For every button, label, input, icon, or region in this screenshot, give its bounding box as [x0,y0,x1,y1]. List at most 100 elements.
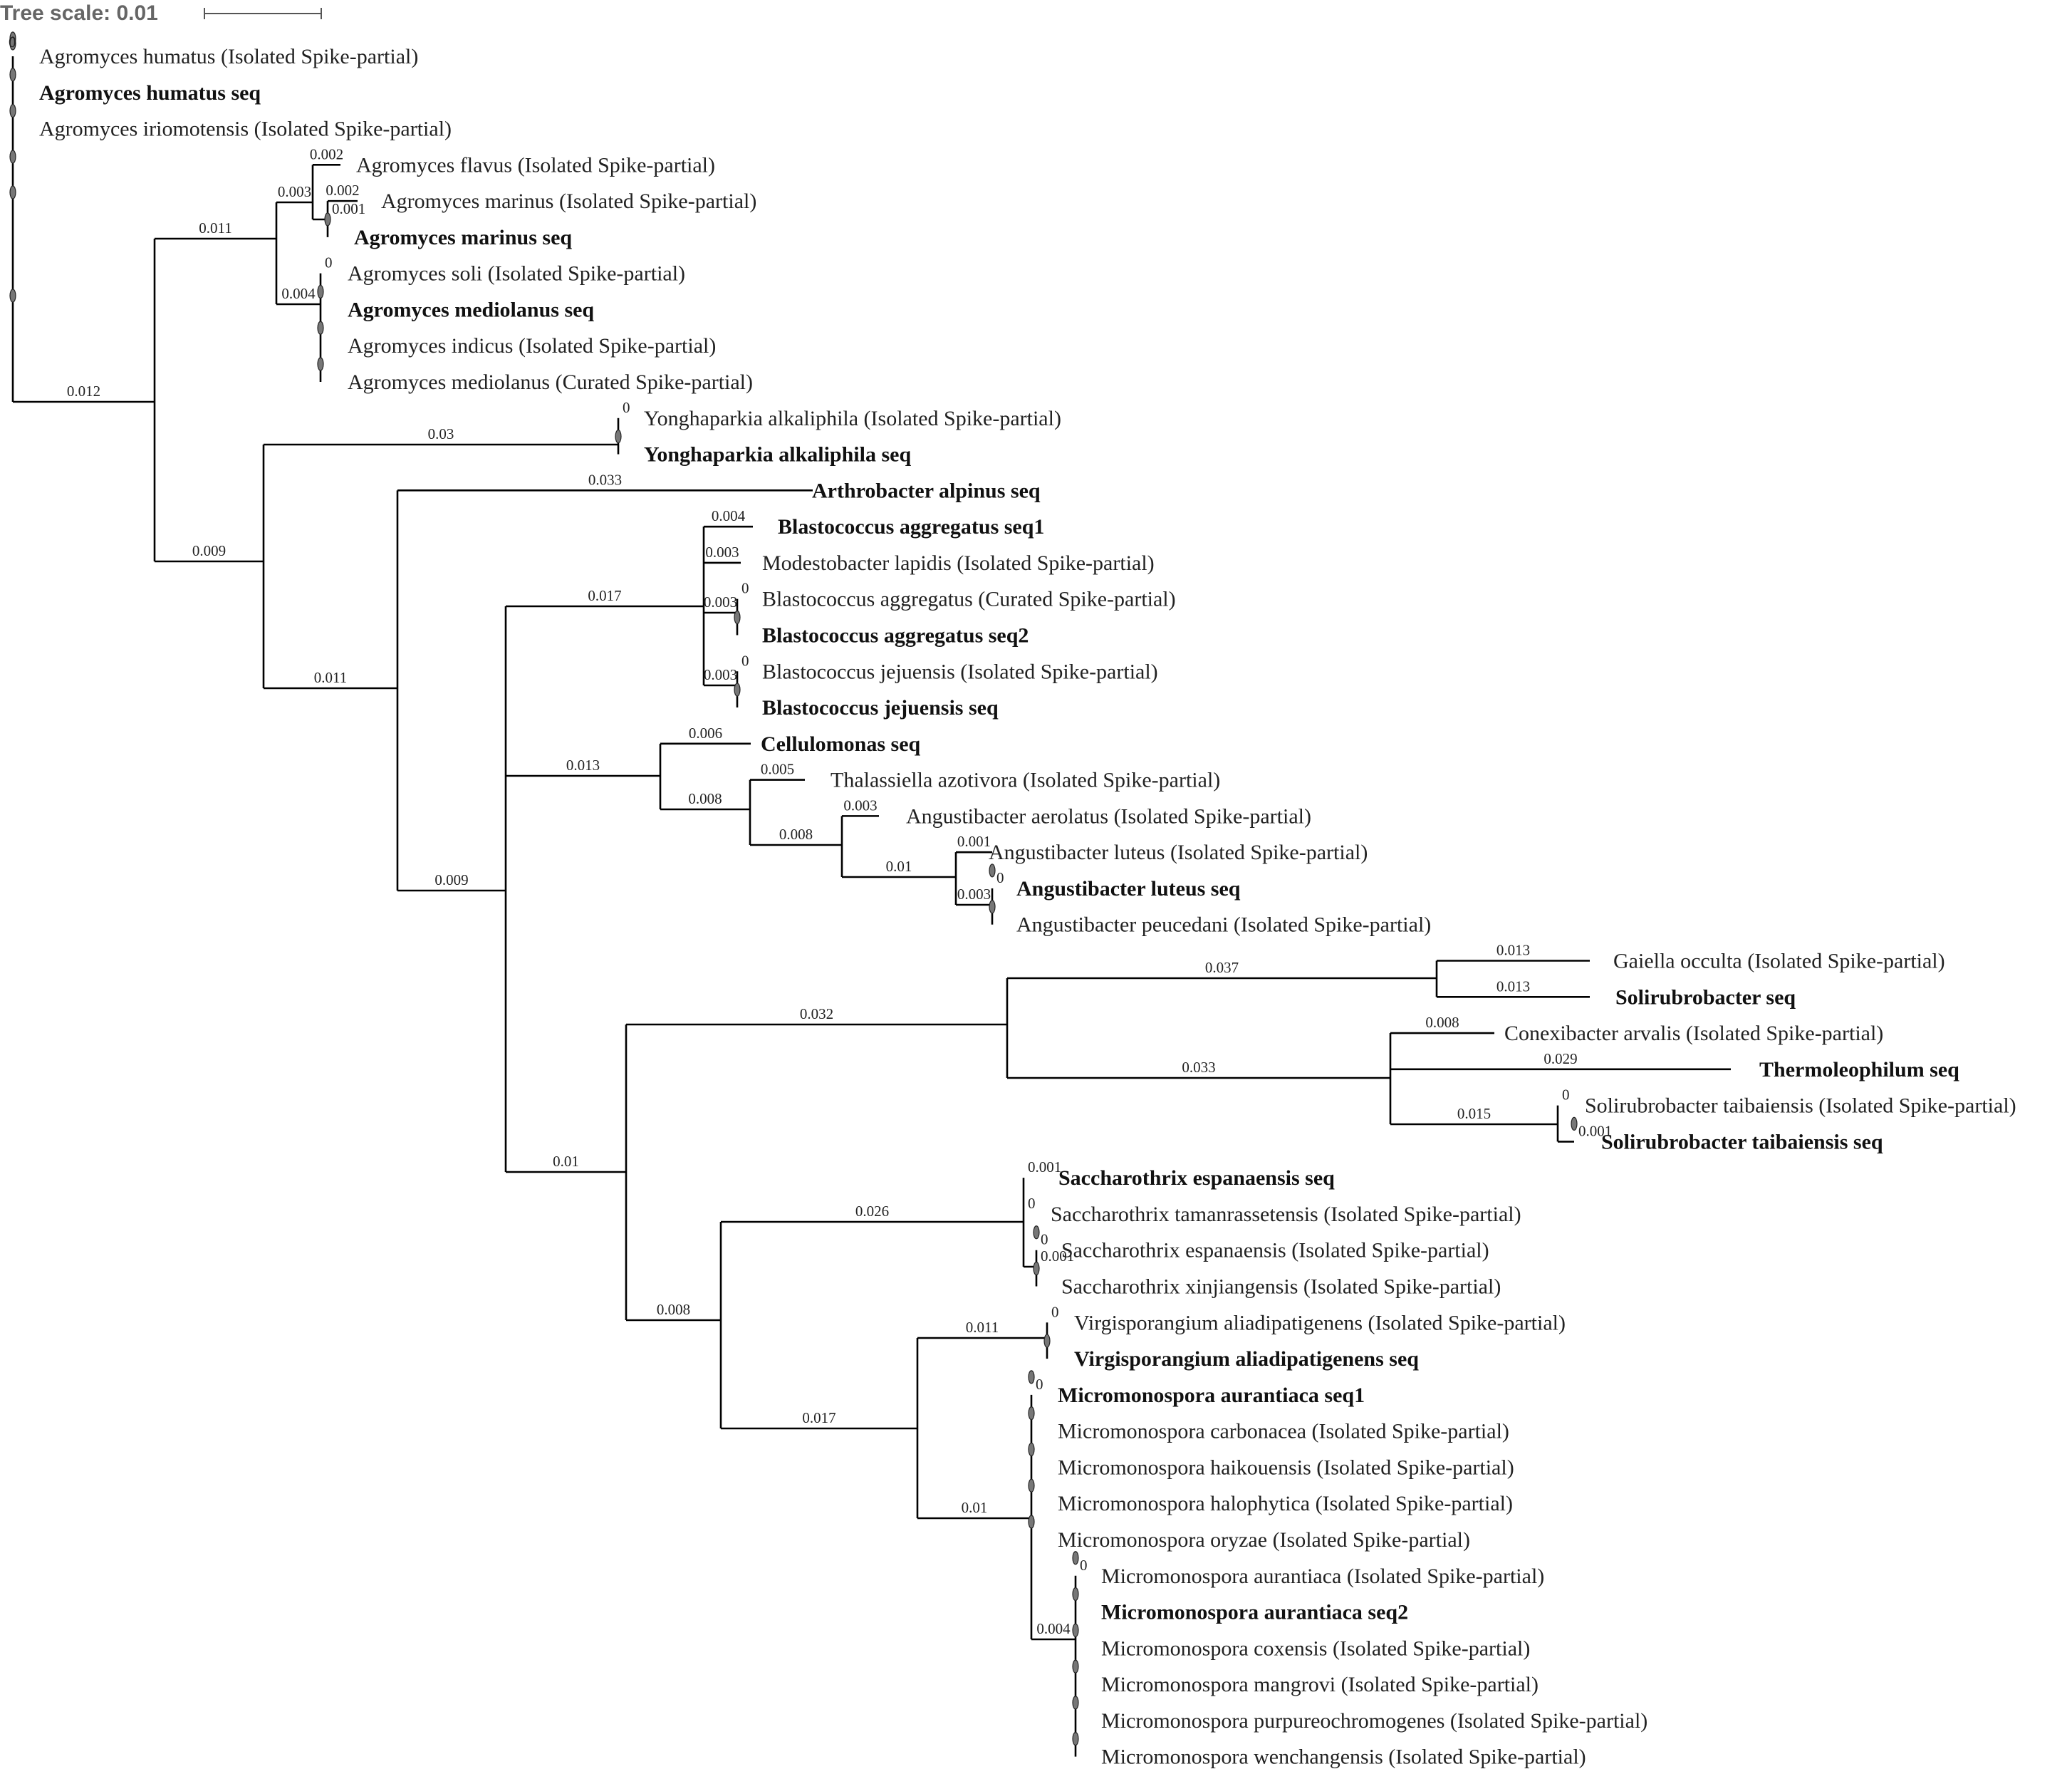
leaf-label: Virgisporangium aliadipatigenens seq [1074,1347,1419,1371]
leaf-label: Agromyces flavus (Isolated Spike-partial… [356,153,715,177]
leaf-label: Agromyces soli (Isolated Spike-partial) [348,262,685,286]
leaf-label: Agromyces humatus (Isolated Spike-partia… [39,45,418,68]
node-marker [317,284,324,299]
branch-length-label: 0.009 [192,542,226,559]
branch-length-label: 0.008 [657,1301,690,1318]
branch-length-label: 0.013 [1496,942,1530,959]
branch-length-label: 0.017 [802,1409,835,1426]
branch-length-label: 0.003 [957,886,991,903]
leaf-label: Saccharothrix xinjiangensis (Isolated Sp… [1061,1275,1501,1299]
branch-length-label: 0.001 [1028,1158,1061,1176]
branch-length-label: 0.001 [332,200,365,217]
branch-length-label: 0.002 [310,145,343,162]
branch-length-label: 0 [1562,1086,1570,1104]
branch-length-label: 0 [741,580,749,597]
leaf-label: Micromonospora purpureochromogenes (Isol… [1101,1709,1647,1733]
node-marker [989,900,996,914]
branch-length-label: 0.01 [553,1153,579,1170]
leaf-label: Modestobacter lapidis (Isolated Spike-pa… [762,551,1155,575]
leaf-label: Agromyces iriomotensis (Isolated Spike-p… [39,118,452,141]
leaf-label: Cellulomonas seq [761,732,921,756]
node-marker [317,357,324,371]
node-marker [989,863,996,878]
leaf-label: Angustibacter aerolatus (Isolated Spike-… [906,804,1311,828]
branch-length-label: 0.004 [1036,1620,1071,1637]
leaf-label: Blastococcus jejuensis (Isolated Spike-p… [762,660,1158,683]
branch-length-label: 0.015 [1457,1105,1491,1122]
branch-length-label: 0.001 [1041,1247,1074,1265]
leaf-label: Saccharothrix tamanrassetensis (Isolated… [1051,1203,1521,1226]
node-marker [734,610,741,625]
node-marker [1072,1732,1079,1746]
branch-length-label: 0 [1036,1376,1043,1393]
branch-length-label: 0.006 [689,725,722,742]
branch-length-label: 0.003 [843,797,877,814]
branch-length-label: 0 [1028,1195,1036,1212]
branch-length-label: 0.001 [1578,1122,1612,1139]
leaf-label: Micromonospora mangrovi (Isolated Spike-… [1101,1673,1539,1696]
node-marker [1033,1261,1040,1276]
branch-length-label: 0.03 [428,425,454,442]
tree-scale-label: Tree scale: 0.01 [0,1,158,25]
leaf-label: Saccharothrix espanaensis (Isolated Spik… [1061,1239,1489,1262]
branch-length-label: 0.017 [588,587,621,604]
branch-length-label: 0.01 [962,1499,988,1516]
branch-length-label: 0.008 [779,826,813,843]
branch-length-label: 0.004 [712,507,746,524]
leaf-label: Thalassiella azotivora (Isolated Spike-p… [831,769,1220,792]
branch-length-label: 0.008 [688,790,722,807]
branch-length-label: 0.032 [800,1005,833,1022]
leaf-label: Blastococcus jejuensis seq [762,696,999,720]
branch-length-label: 0.003 [704,666,737,683]
branch-length-label: 0.002 [326,182,359,199]
leaf-label: Micromonospora coxensis (Isolated Spike-… [1101,1636,1530,1660]
node-marker [1028,1478,1035,1493]
branch-length-label: 0 [1080,1557,1088,1574]
tree-scale-bar [204,8,322,19]
leaf-label: Agromyces humatus seq [39,81,261,105]
branch-length-label: 0.012 [67,383,100,400]
branch-length-label: 0.003 [704,593,737,611]
branch-length-label: 0 [9,33,16,51]
tree-branches [11,56,1731,1757]
branch-length-label: 0.029 [1543,1050,1577,1067]
leaf-label: Blastococcus aggregatus seq2 [762,623,1029,647]
leaf-label: Arthrobacter alpinus seq [812,479,1041,502]
node-marker [615,429,622,444]
node-marker [324,212,331,227]
node-marker [1033,1225,1040,1240]
node-marker [1072,1659,1079,1674]
node-marker [1072,1623,1079,1637]
leaf-label: Blastococcus aggregatus (Curated Spike-p… [762,588,1176,611]
leaf-label: Micromonospora aurantiaca seq2 [1101,1601,1408,1624]
node-marker [1072,1551,1079,1565]
leaf-label: Solirubrobacter taibaiensis (Isolated Sp… [1585,1094,2016,1118]
branch-length-label: 0.011 [966,1319,999,1336]
node-marker [9,150,16,164]
leaf-label: Saccharothrix espanaensis seq [1058,1166,1335,1190]
leaf-label: Agromyces mediolanus seq [348,298,594,321]
node-marker [9,185,16,199]
leaf-label: Micromonospora aurantiaca (Isolated Spik… [1101,1565,1544,1588]
branch-length-label: 0 [1051,1303,1059,1320]
branch-length-label: 0.008 [1425,1014,1459,1031]
leaf-label: Angustibacter peucedani (Isolated Spike-… [1016,913,1431,937]
branch-length-label: 0.009 [434,871,468,888]
leaf-label: Solirubrobacter seq [1615,985,1796,1009]
branch-length-label: 0.004 [281,285,316,302]
branch-length-label: 0.003 [705,544,739,561]
leaf-label: Agromyces marinus (Isolated Spike-partia… [381,190,756,213]
node-marker [1571,1116,1578,1131]
leaf-label: Micromonospora oryzae (Isolated Spike-pa… [1058,1528,1470,1552]
leaf-label: Solirubrobacter taibaiensis seq [1601,1130,1883,1153]
leaf-label: Agromyces mediolanus (Curated Spike-part… [348,370,753,394]
leaf-labels: Agromyces humatus (Isolated Spike-partia… [39,45,2016,1769]
branch-length-label: 0.033 [588,471,622,488]
leaf-label: Conexibacter arvalis (Isolated Spike-par… [1504,1022,1883,1045]
node-marker [1072,1587,1079,1602]
leaf-label: Thermoleophilum seq [1759,1058,1959,1081]
leaf-label: Angustibacter luteus seq [1016,877,1241,901]
branch-length-label: 0.033 [1182,1059,1215,1076]
leaf-label: Blastococcus aggregatus seq1 [778,515,1044,539]
